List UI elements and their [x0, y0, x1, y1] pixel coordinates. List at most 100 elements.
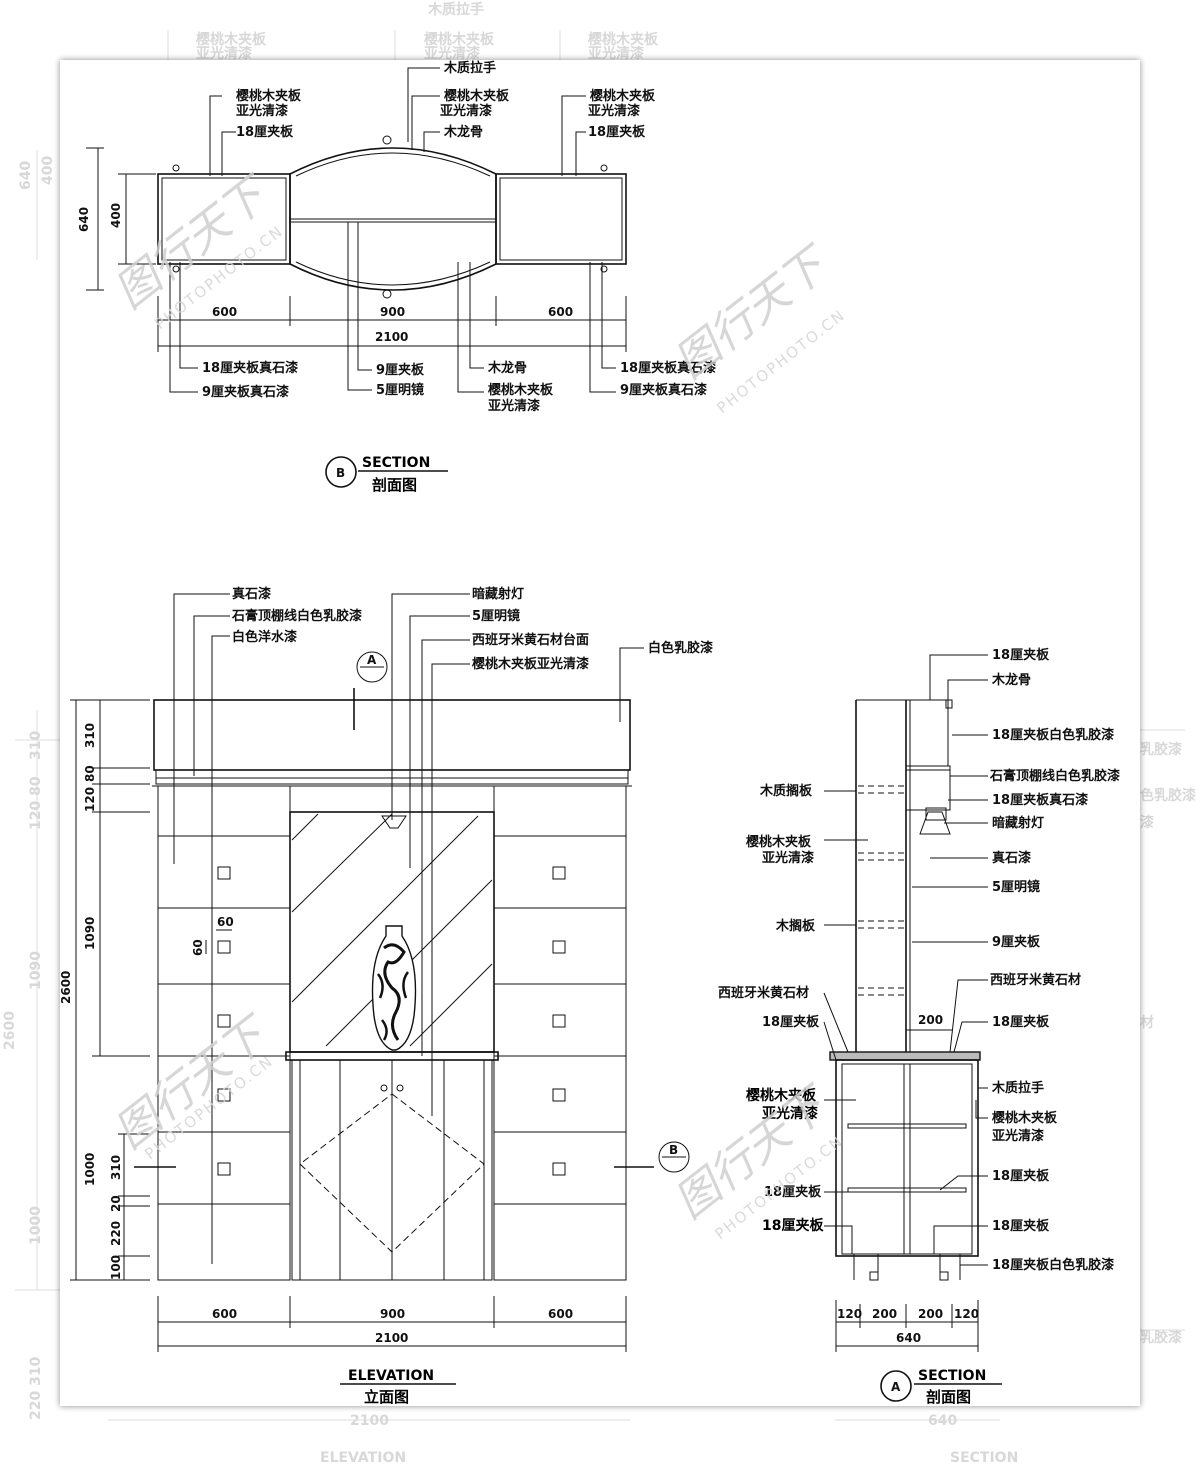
section-b-barrel	[289, 147, 497, 291]
ghost-left-310: 310	[28, 731, 44, 760]
dim-e-knob-h: 60	[191, 939, 205, 956]
elev-vase	[371, 925, 417, 1051]
cad-drawing: 木质拉手 樱桃木夹板 亚光清漆 18厘夹板 樱桃木夹板 亚光清漆 木龙骨 樱桃木…	[60, 60, 1120, 1406]
label-white-water: 白色洋水漆	[232, 629, 297, 645]
ghost-left-2600: 2600	[2, 1011, 18, 1050]
label-a-left-ply18: 18厘夹板	[762, 1014, 820, 1030]
label-mirror5-b: 5厘明镜	[376, 382, 424, 398]
label-cherry-mid-2: 亚光清漆	[440, 103, 492, 119]
label-a-hidden-light: 暗藏射灯	[992, 815, 1044, 831]
section-a-shelves	[858, 785, 904, 996]
ghost-top-matte-1: 亚光清漆	[196, 45, 252, 62]
section-b-handle-bottom	[382, 289, 392, 299]
ghost-left-220310: 220 310	[28, 1356, 44, 1420]
label-ply18-stone-r: 18厘夹板真石漆	[620, 360, 716, 376]
label-a-ply18-white: 18厘夹板白色乳胶漆	[992, 727, 1114, 743]
elev-marker-a	[356, 651, 388, 683]
dim-b-900: 900	[380, 305, 405, 319]
label-a-left-ply18-b: 18厘夹板	[764, 1184, 822, 1200]
ghost-left-640: 640	[18, 161, 34, 190]
ghost-bottom-640: 640	[928, 1413, 957, 1429]
ghost-left-1000: 1000	[28, 1206, 44, 1245]
ghost-right-1: 乳胶漆	[1140, 741, 1182, 758]
ghost-left-12080: 120 80	[28, 776, 44, 830]
section-a-tag: A	[891, 1380, 901, 1394]
dim-b-600b: 600	[548, 305, 573, 319]
dim-a-inner-200: 200	[918, 1013, 943, 1027]
label-cherry-b-2: 亚光清漆	[488, 398, 540, 414]
label-a-ply18-white-b: 18厘夹板白色乳胶漆	[992, 1257, 1114, 1273]
label-a-mirror5: 5厘明镜	[992, 879, 1040, 895]
elev-spotlight	[381, 815, 407, 829]
label-a-ply18-c: 18厘夹板	[992, 1168, 1050, 1184]
label-a-shelf: 木搁板	[775, 918, 816, 934]
section-b: 木质拉手 樱桃木夹板 亚光清漆 18厘夹板 樱桃木夹板 亚光清漆 木龙骨 樱桃木…	[77, 60, 716, 494]
ghost-top-cherry-3: 樱桃木夹板	[588, 31, 659, 48]
section-b-title-cn: 剖面图	[372, 476, 417, 494]
label-a-cherry-2: 亚光清漆	[992, 1128, 1044, 1144]
label-ply9: 9厘夹板	[376, 362, 425, 378]
dim-e-600b: 600	[548, 1307, 573, 1321]
dim-e-220: 220	[109, 1221, 123, 1246]
dim-e-80: 80	[83, 765, 97, 782]
elev-marker-b	[658, 1141, 690, 1173]
label-ply18-left: 18厘夹板	[236, 124, 294, 140]
dim-e-20: 20	[109, 1195, 123, 1212]
section-b-title-en: SECTION	[362, 455, 430, 471]
label-a-left-cherry-1: 樱桃木夹板	[746, 834, 812, 850]
label-a-left-cherry-big-2: 亚光清漆	[762, 1105, 818, 1122]
elev-marker-b-tag: B	[669, 1143, 678, 1157]
dim-e-2600: 2600	[60, 971, 73, 1004]
section-a-spotlight	[919, 811, 951, 835]
label-a-ply18: 18厘夹板	[992, 647, 1050, 663]
ghost-left-1090: 1090	[28, 951, 44, 990]
label-a-ply18-stone: 18厘夹板真石漆	[992, 792, 1088, 808]
label-hidden-light: 暗藏射灯	[472, 586, 524, 602]
label-ply9-stone-l: 9厘夹板真石漆	[202, 384, 289, 400]
ghost-bottom-section: SECTION	[950, 1450, 1018, 1466]
label-a-left-ply18-c: 18厘夹板	[762, 1217, 824, 1234]
label-ply18-right: 18厘夹板	[588, 124, 646, 140]
section-b-right-box	[495, 173, 627, 265]
elev-counter-top	[285, 1051, 499, 1061]
label-a-left-cherry-big-1: 樱桃木夹板	[746, 1087, 817, 1104]
watermark-logo-2: 图行天下	[665, 236, 841, 389]
elev-knob	[217, 866, 231, 880]
dim-a-200b: 200	[918, 1307, 943, 1321]
section-a: 18厘夹板 木龙骨 18厘夹板白色乳胶漆 石膏顶棚线白色乳胶漆 18厘夹板真石漆…	[718, 647, 1120, 1406]
ghost-left-400: 400	[40, 156, 56, 185]
dim-a-120b: 120	[954, 1307, 979, 1321]
label-cherry-left-1: 樱桃木夹板	[236, 88, 302, 104]
label-a-ply9: 9厘夹板	[992, 934, 1041, 950]
label-a-ply18-d: 18厘夹板	[992, 1218, 1050, 1234]
dim-e-100: 100	[109, 1255, 123, 1280]
label-marble-top: 西班牙米黄石材台面	[472, 632, 589, 648]
label-a-keel: 木龙骨	[991, 672, 1031, 688]
dim-e-310b: 310	[109, 1155, 123, 1180]
dim-e-2100: 2100	[375, 1331, 408, 1345]
section-a-title-en: SECTION	[918, 1368, 986, 1384]
dim-a-120a: 120	[837, 1307, 862, 1321]
label-gypsum: 石膏顶棚线白色乳胶漆	[231, 608, 362, 624]
elevation-title-en: ELEVATION	[348, 1368, 434, 1384]
dim-e-1000: 1000	[83, 1153, 97, 1186]
section-a-title-cn: 剖面图	[926, 1388, 971, 1406]
section-b-handle-top	[382, 135, 392, 145]
drawing-sheet: 木质拉手 樱桃木夹板 亚光清漆 18厘夹板 樱桃木夹板 亚光清漆 木龙骨 樱桃木…	[60, 60, 1140, 1406]
ghost-bottom-2100: 2100	[350, 1413, 389, 1429]
dim-e-600a: 600	[212, 1307, 237, 1321]
label-mirror5: 5厘明镜	[472, 608, 520, 624]
section-b-tag-circle	[325, 456, 357, 488]
label-keel-mid: 木龙骨	[443, 124, 483, 140]
label-keel-b: 木龙骨	[487, 360, 527, 376]
dim-e-120: 120	[83, 787, 97, 812]
label-white-latex: 白色乳胶漆	[648, 640, 713, 656]
label-a-left-marble: 西班牙米黄石材	[718, 985, 809, 1001]
ghost-right-3: 漆	[1140, 814, 1154, 831]
label-ply9-stone-r: 9厘夹板真石漆	[620, 382, 707, 398]
dim-b-400: 400	[109, 203, 123, 228]
section-a-crown	[905, 765, 951, 811]
ghost-right-2: 色乳胶漆	[1140, 787, 1196, 804]
label-ply18-stone-l: 18厘夹板真石漆	[202, 360, 298, 376]
label-cherry-matte: 樱桃木夹板亚光清漆	[472, 656, 589, 672]
